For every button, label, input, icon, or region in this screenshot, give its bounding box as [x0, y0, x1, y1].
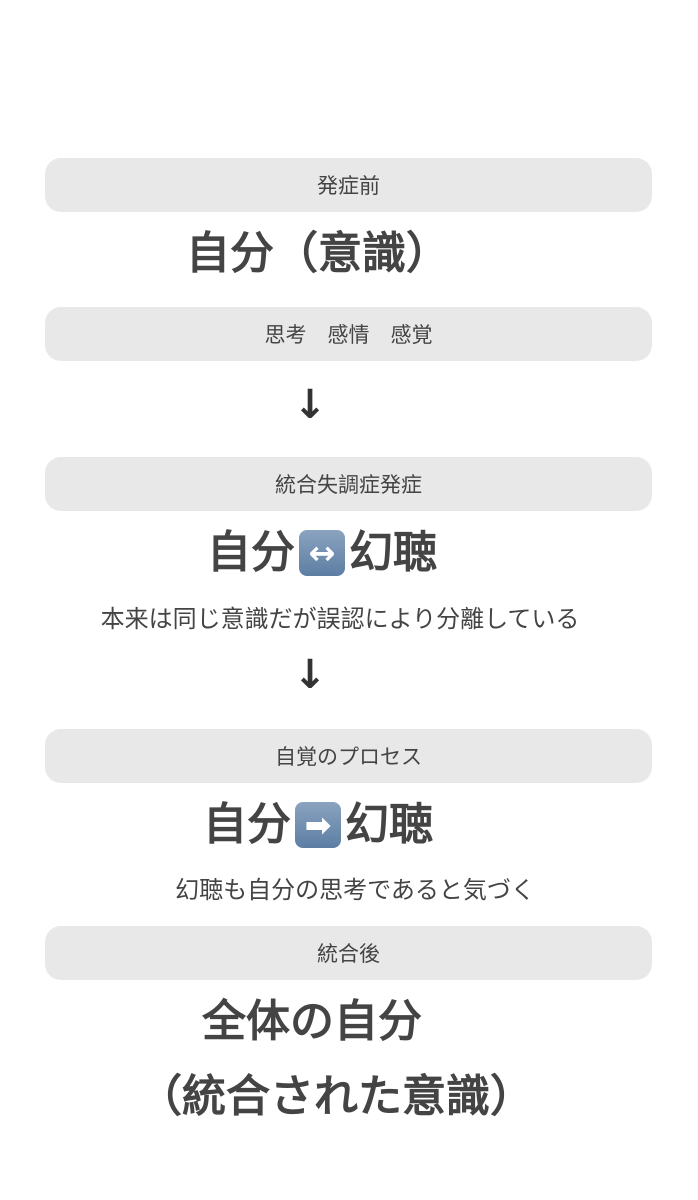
integrated-consciousness-title: （統合された意識） — [138, 1071, 534, 1122]
self-hallucination-separated: 自分 ↔ 幻聴 — [207, 530, 437, 576]
awareness-note: 幻聴も自分の思考であると気づく — [175, 876, 535, 904]
down-arrow-icon: ↓ — [293, 652, 327, 698]
separation-note: 本来は同じ意識だが誤認により分離している — [100, 605, 580, 633]
self-text: 自分 — [207, 527, 295, 578]
whole-self-title: 全体の自分 — [202, 996, 422, 1047]
stage-label-onset: 統合失調症発症 — [45, 457, 652, 511]
hallucination-text: 幻聴 — [349, 527, 437, 578]
down-arrow-icon: ↓ — [293, 382, 327, 428]
right-arrow-icon: ➡ — [295, 802, 341, 848]
self-text: 自分 — [203, 799, 291, 850]
stage-label-after-integration: 統合後 — [45, 926, 652, 980]
components-pill: 思考 感情 感覚 — [45, 307, 652, 361]
stage-label-before-onset: 発症前 — [45, 158, 652, 212]
left-right-arrow-icon: ↔ — [299, 530, 345, 576]
self-to-hallucination: 自分 ➡ 幻聴 — [203, 802, 433, 848]
stage-label-awareness: 自覚のプロセス — [45, 729, 652, 783]
hallucination-text: 幻聴 — [345, 799, 433, 850]
self-consciousness-title: 自分（意識） — [186, 228, 450, 279]
